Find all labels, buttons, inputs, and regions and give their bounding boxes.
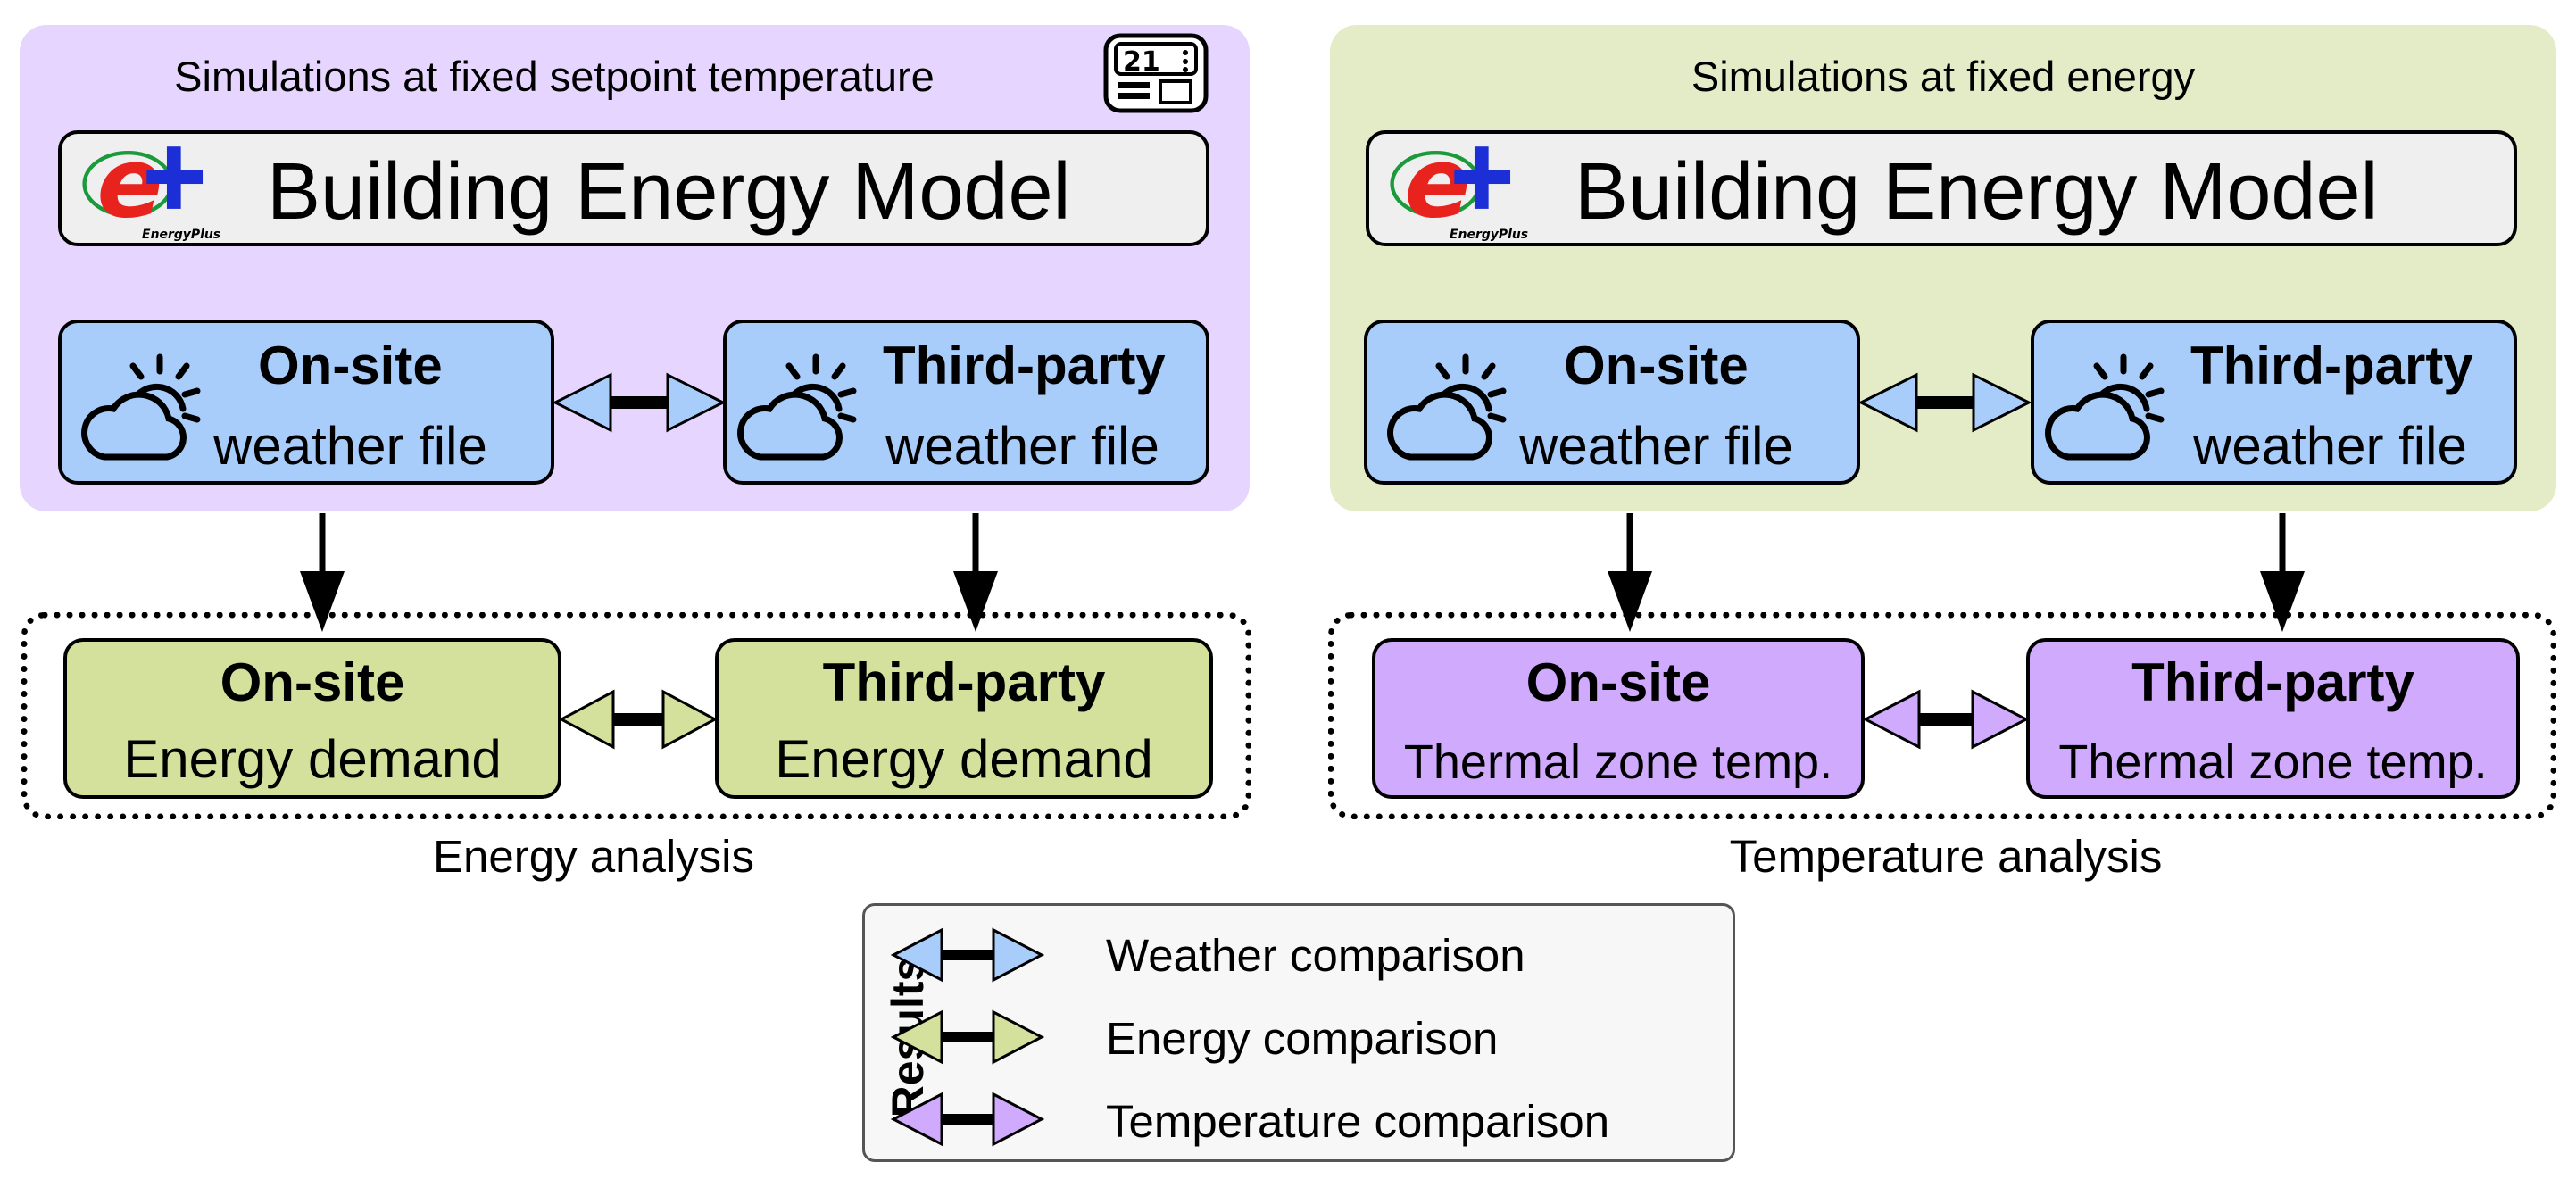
energy-analysis-group: On-site Energy demand Third-party Energy… <box>21 612 1251 819</box>
thirdparty-energy-subtitle: Energy demand <box>775 729 1153 789</box>
onsite-energy-title: On-site <box>220 652 405 712</box>
onsite-weather-subtitle: weather file <box>213 416 487 476</box>
building-energy-model-box: Building Energy Model <box>1366 130 2517 246</box>
legend-energy-label: Energy comparison <box>1106 1013 1499 1064</box>
thirdparty-thermal-zone-box: Third-party Thermal zone temp. <box>2026 638 2520 799</box>
flow-arrow-left-thirdparty <box>953 513 998 632</box>
flow-arrows <box>300 513 2305 632</box>
flow-arrow-right-thirdparty <box>2260 513 2305 632</box>
panel-title: Simulations at fixed setpoint temperatur… <box>174 53 935 100</box>
thirdparty-temperature-title: Third-party <box>2131 652 2414 712</box>
weather-comparison-connector <box>552 372 727 433</box>
simulation-panel-fixed-energy: Simulations at fixed energy Building Ene… <box>1330 25 2556 511</box>
thermostat-reading: 21 <box>1123 46 1160 78</box>
model-title: Building Energy Model <box>1575 147 2379 237</box>
simulation-panel-fixed-setpoint: Simulations at fixed setpoint temperatur… <box>20 25 1250 511</box>
thirdparty-weather-title: Third-party <box>2190 336 2473 395</box>
thirdparty-temperature-subtitle: Thermal zone temp. <box>2058 735 2488 789</box>
thermostat-icon: 21 <box>1103 33 1209 113</box>
onsite-temperature-title: On-site <box>1525 652 1711 712</box>
energy-analysis-label: Energy analysis <box>432 831 754 882</box>
onsite-weather-title: On-site <box>1564 336 1749 395</box>
onsite-energy-subtitle: Energy demand <box>123 729 502 789</box>
temperature-analysis-label: Temperature analysis <box>1729 831 2163 882</box>
temperature-comparison-connector <box>1862 689 2030 750</box>
legend-weather-arrow <box>890 927 1045 983</box>
onsite-temperature-subtitle: Thermal zone temp. <box>1403 735 1833 789</box>
panel-title: Simulations at fixed energy <box>1691 53 2196 100</box>
thirdparty-weather-subtitle: weather file <box>2193 416 2467 476</box>
onsite-weather-subtitle: weather file <box>1519 416 1793 476</box>
legend-temperature-label: Temperature comparison <box>1106 1096 1610 1147</box>
onsite-thermal-zone-box: On-site Thermal zone temp. <box>1372 638 1865 799</box>
onsite-weather-file-box: On-site weather file <box>1364 320 1860 485</box>
building-energy-model-box: Building Energy Model <box>58 130 1209 246</box>
model-title: Building Energy Model <box>267 147 1071 237</box>
thirdparty-weather-subtitle: weather file <box>885 416 1159 476</box>
legend-temperature-arrow <box>890 1092 1045 1147</box>
temperature-analysis-group: On-site Thermal zone temp. Third-party T… <box>1328 612 2556 819</box>
weather-comparison-connector <box>1857 372 2032 433</box>
flow-arrow-right-onsite <box>1608 513 1652 632</box>
thirdparty-weather-file-box: Third-party weather file <box>2031 320 2517 485</box>
onsite-weather-file-box: On-site weather file <box>58 320 554 485</box>
thirdparty-energy-demand-box: Third-party Energy demand <box>715 638 1213 799</box>
thirdparty-weather-title: Third-party <box>883 336 1166 395</box>
legend-energy-arrow <box>890 1009 1045 1065</box>
thirdparty-energy-title: Third-party <box>822 652 1106 712</box>
onsite-weather-title: On-site <box>258 336 443 395</box>
energy-comparison-connector <box>558 689 719 750</box>
flow-arrow-left-onsite <box>300 513 345 632</box>
thirdparty-weather-file-box: Third-party weather file <box>723 320 1209 485</box>
onsite-energy-demand-box: On-site Energy demand <box>63 638 561 799</box>
results-legend: Results Weather comparison Energy compar… <box>862 903 1735 1162</box>
legend-weather-label: Weather comparison <box>1106 930 1525 981</box>
